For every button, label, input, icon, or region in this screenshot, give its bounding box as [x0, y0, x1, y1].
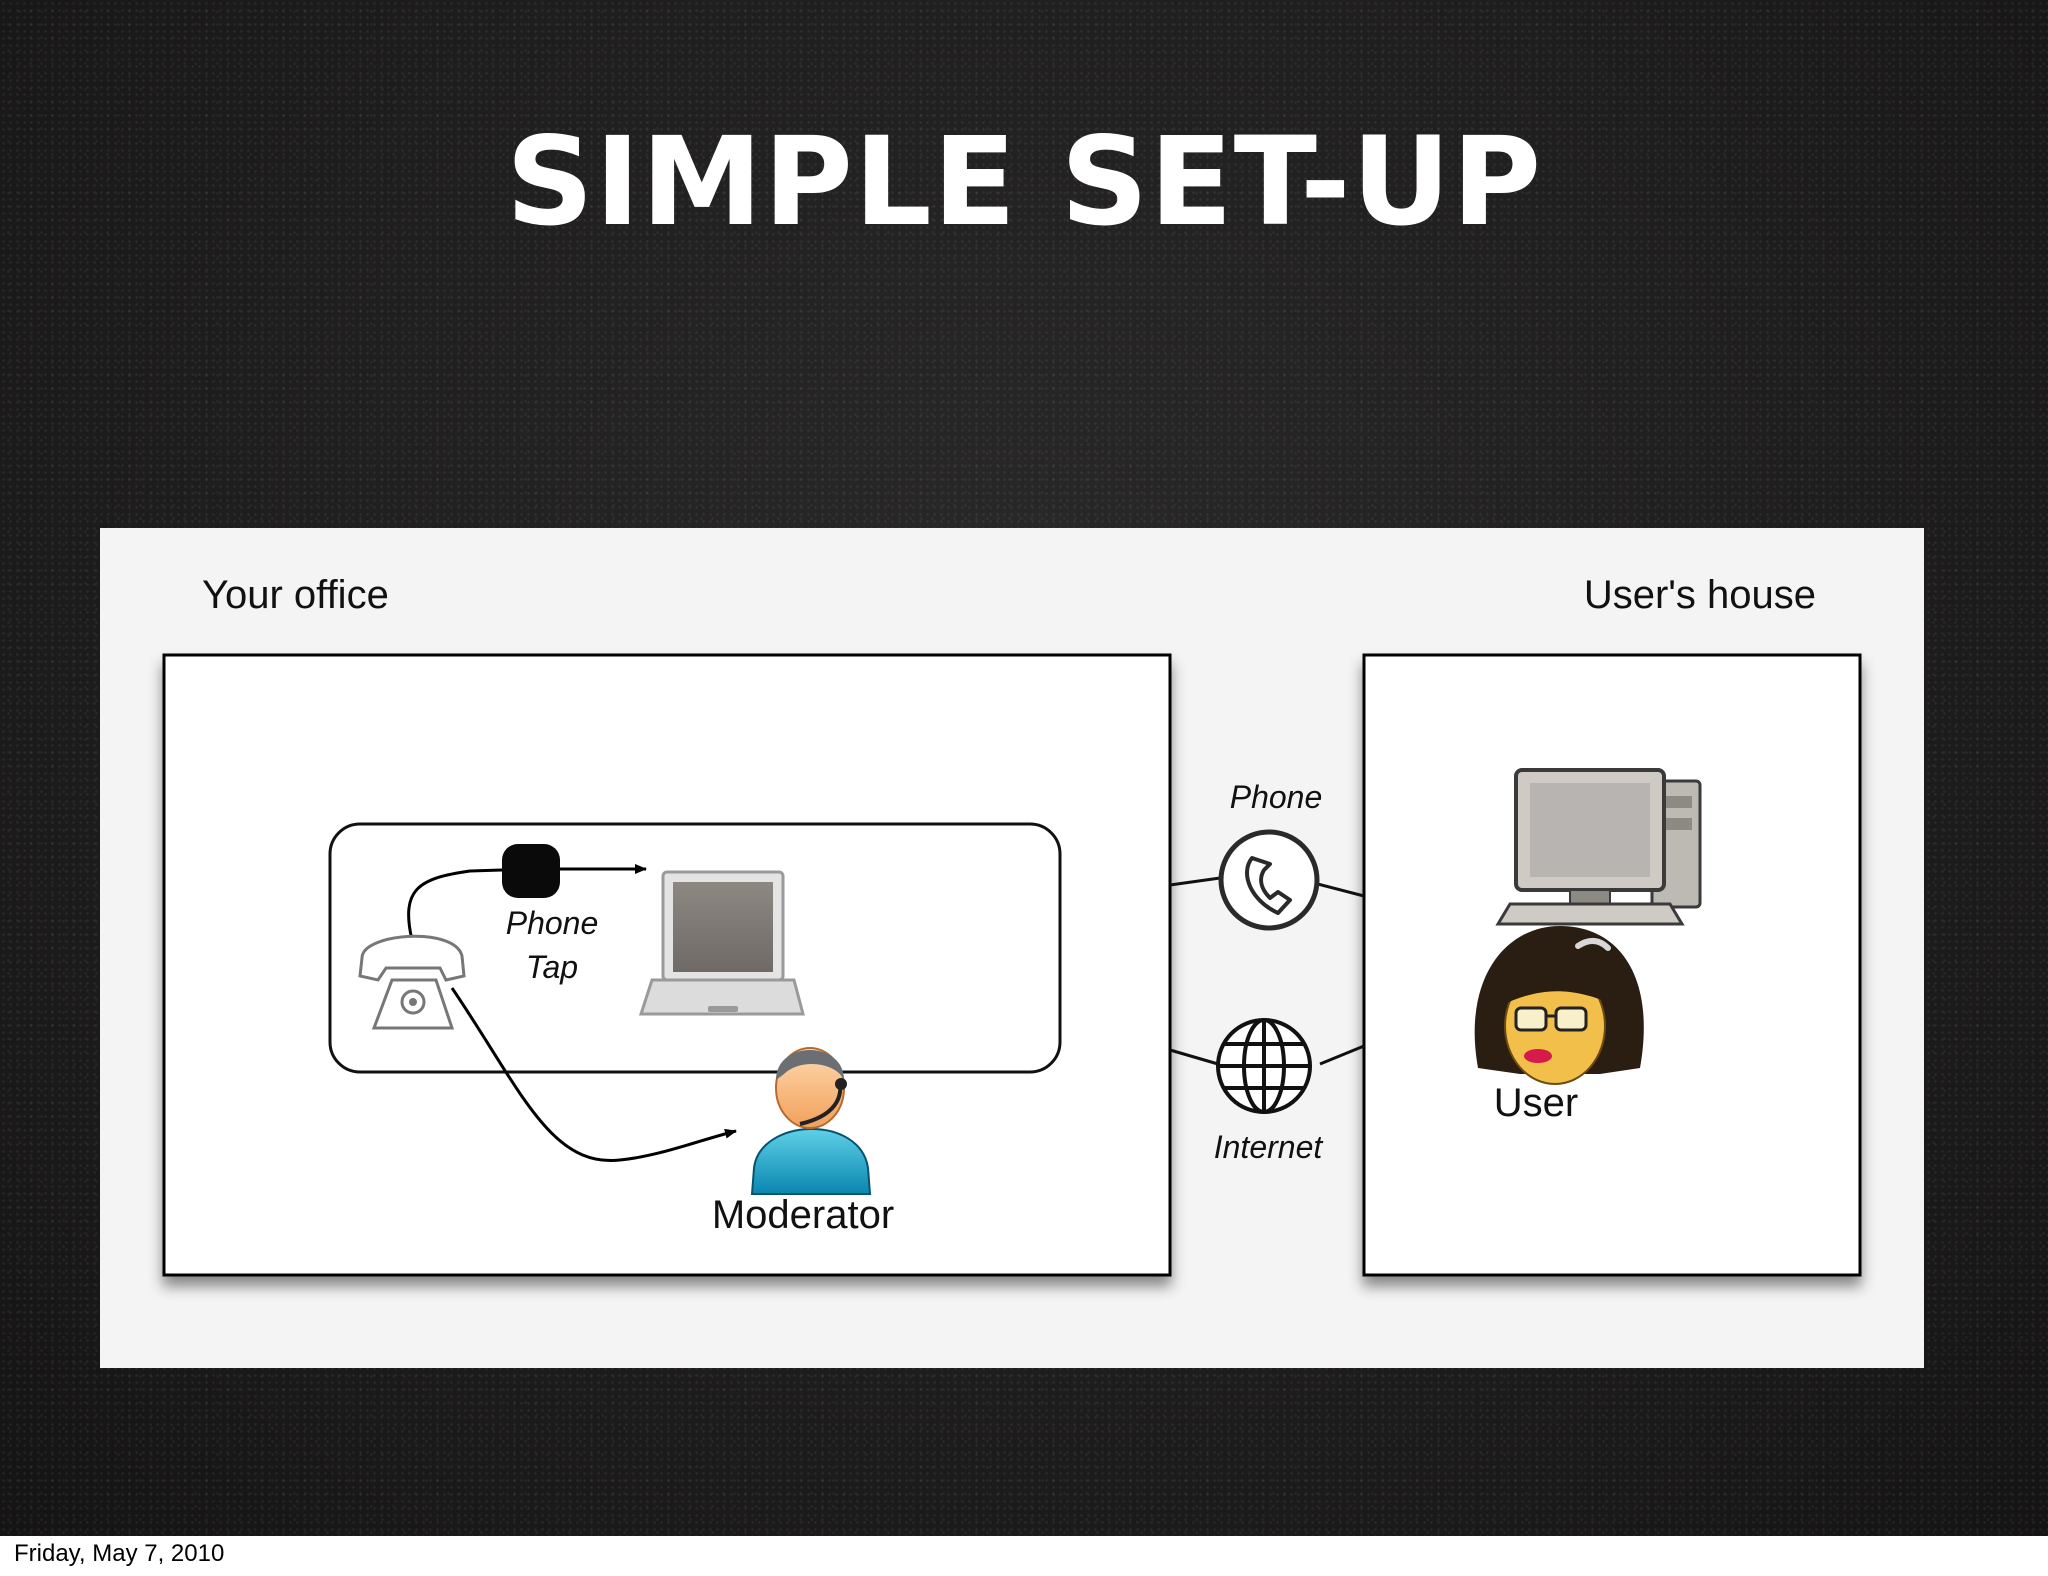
your-office-label: Your office [202, 573, 389, 617]
workstation-enclosure [328, 822, 1062, 1074]
setup-diagram: Your office User's house Phone Tap [100, 528, 1924, 1368]
phone-tap-label-line2: Tap [526, 949, 578, 985]
slide-title: SIMPLE SET-UP [505, 111, 1543, 253]
globe-icon [1216, 1018, 1312, 1114]
internet-link-line [1169, 1044, 1365, 1066]
phone-to-tap-connector [407, 868, 503, 941]
phone-tap-device-icon [502, 844, 560, 898]
phone-link-icon [1218, 829, 1320, 931]
phone-tap-label-line1: Phone [506, 905, 599, 941]
moderator-icon [750, 1047, 872, 1195]
internet-link-label: Internet [1214, 1129, 1324, 1165]
phone-link-label: Phone [1230, 779, 1323, 815]
users-house-label: User's house [1584, 573, 1816, 617]
telephone-icon [358, 934, 466, 1030]
user-label: User [1494, 1081, 1578, 1125]
slide-background: SIMPLE SET-UP [0, 0, 2048, 1536]
moderator-label: Moderator [712, 1193, 894, 1237]
footer-date: Friday, May 7, 2010 [14, 1540, 225, 1567]
laptop-icon [638, 870, 805, 1016]
user-icon [1474, 926, 1644, 1085]
desktop-computer-icon [1495, 768, 1702, 926]
phone-to-moderator-arrow [450, 987, 737, 1163]
